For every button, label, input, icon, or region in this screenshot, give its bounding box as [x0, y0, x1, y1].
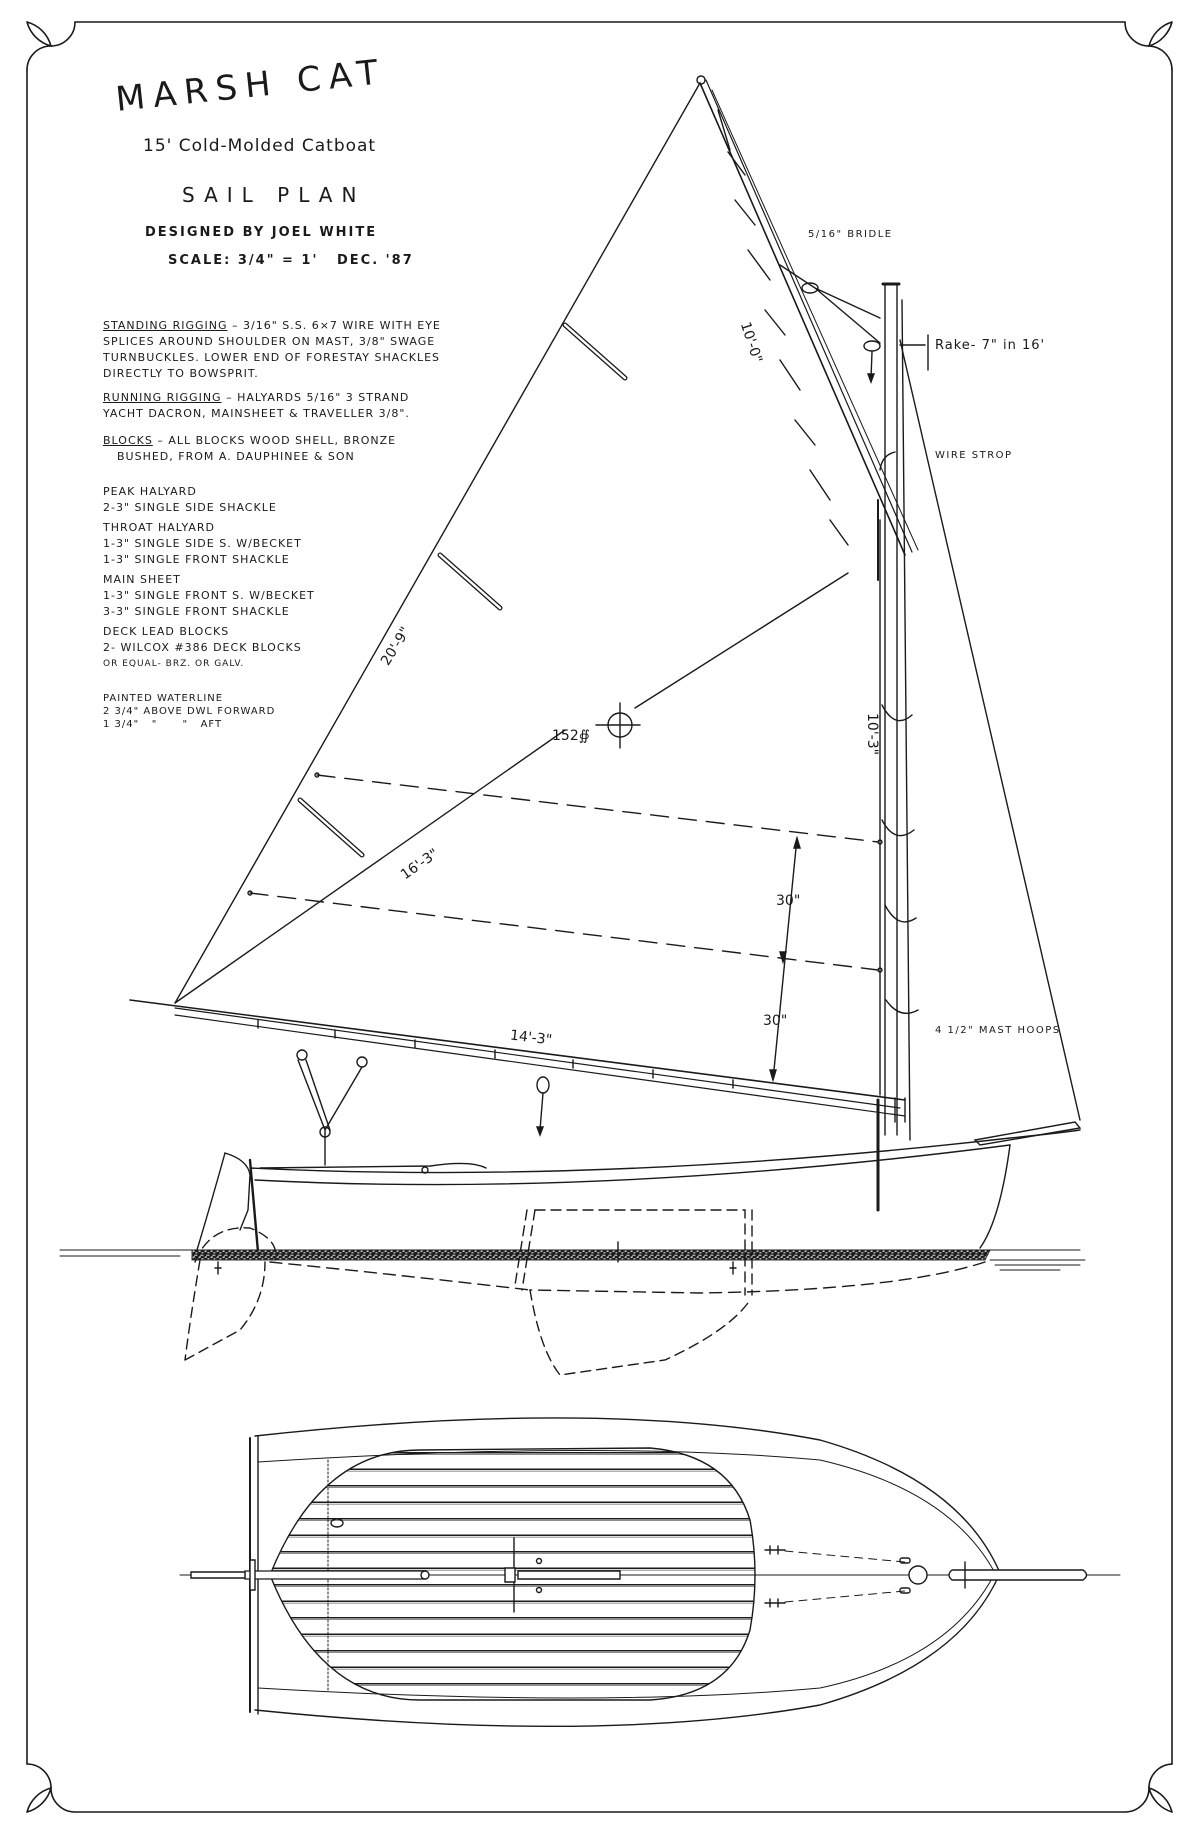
block-group-heading: Throat Halyard — [103, 521, 215, 534]
boom — [129, 999, 906, 1212]
note-line: splices around shoulder on mast, 3/8" sw… — [103, 335, 436, 348]
rake-callout: Rake- 7" in 16' — [935, 338, 1046, 353]
drawing-type: Sail Plan — [182, 183, 366, 207]
page-border — [26, 21, 1173, 1813]
note-line: – 3/16" S.S. 6×7 wire with eye — [232, 319, 441, 332]
mast-hoops-callout: 4 1/2" Mast Hoops — [935, 1025, 1061, 1036]
block-group-throat-halyard: Throat Halyard 1-3" single side S. w/bec… — [103, 520, 302, 568]
note-line: turnbuckles. Lower end of forestay shack… — [103, 351, 441, 364]
note-line: – all blocks wood shell, bronze — [157, 434, 397, 447]
block-item: 2-3" single side shackle — [103, 501, 277, 514]
blocks-heading: Blocks — [103, 434, 153, 447]
reef-2-dimension: 30" — [763, 1013, 788, 1029]
block-group-painted-waterline: Painted Waterline 2 3/4" above DWL forwa… — [103, 692, 275, 731]
standing-rigging-heading: Standing Rigging — [103, 319, 228, 332]
block-item: 1-3" single front S. w/becket — [103, 589, 315, 602]
hull-profile — [59, 1121, 1086, 1376]
block-item: 2 3/4" above DWL forward — [103, 706, 276, 717]
mast-luff-dimension: 10'-3" — [864, 713, 880, 756]
note-line: – halyards 5/16" 3 strand — [226, 391, 410, 404]
block-group-heading: Main Sheet — [103, 573, 181, 586]
date: Dec. '87 — [337, 253, 414, 268]
reef-1-dimension: 30" — [776, 893, 801, 909]
sail-area-value: 152 — [552, 728, 579, 744]
blocks-note: Blocks – all blocks wood shell, bronze b… — [103, 433, 396, 465]
block-group-main-sheet: Main Sheet 1-3" single front S. w/becket… — [103, 572, 315, 620]
mast — [779, 264, 1081, 1141]
block-group-peak-halyard: Peak Halyard 2-3" single side shackle — [103, 484, 277, 516]
designer: Designed by Joel White — [145, 225, 378, 240]
block-item: or equal- brz. or galv. — [103, 659, 245, 669]
running-rigging-heading: Running Rigging — [103, 391, 222, 404]
block-group-heading: Peak Halyard — [103, 485, 197, 498]
subtitle: 15' Cold-Molded Catboat — [143, 136, 377, 156]
block-item: 1 3/4" " " aft — [103, 719, 223, 730]
block-group-heading: Deck Lead Blocks — [103, 625, 230, 638]
block-item: 1-3" single front shackle — [103, 553, 290, 566]
sail-area: 152∯ — [552, 728, 590, 744]
block-item: 2- Wilcox #386 deck blocks — [103, 641, 302, 654]
block-group-heading: Painted Waterline — [103, 693, 224, 704]
scale: Scale: 3/4" = 1' — [168, 253, 319, 268]
note-line: directly to bowsprit. — [103, 367, 259, 380]
block-group-deck-lead-blocks: Deck Lead Blocks 2- Wilcox #386 deck blo… — [103, 624, 302, 672]
note-line: bushed, from A. Dauphinee & Son — [117, 450, 355, 463]
deck-plan — [179, 1417, 1121, 1728]
standing-rigging-note: Standing Rigging – 3/16" S.S. 6×7 wire w… — [103, 318, 441, 382]
square-feet-icon: ∯ — [578, 728, 590, 744]
block-item: 1-3" single side S. w/becket — [103, 537, 302, 550]
bridle-callout: 5/16" Bridle — [808, 229, 893, 240]
block-item: 3-3" single front shackle — [103, 605, 290, 618]
running-rigging-note: Running Rigging – halyards 5/16" 3 stran… — [103, 390, 410, 422]
note-line: yacht dacron, mainsheet & traveller 3/8"… — [103, 407, 410, 420]
wire-strop-callout: Wire Strop — [935, 450, 1013, 461]
